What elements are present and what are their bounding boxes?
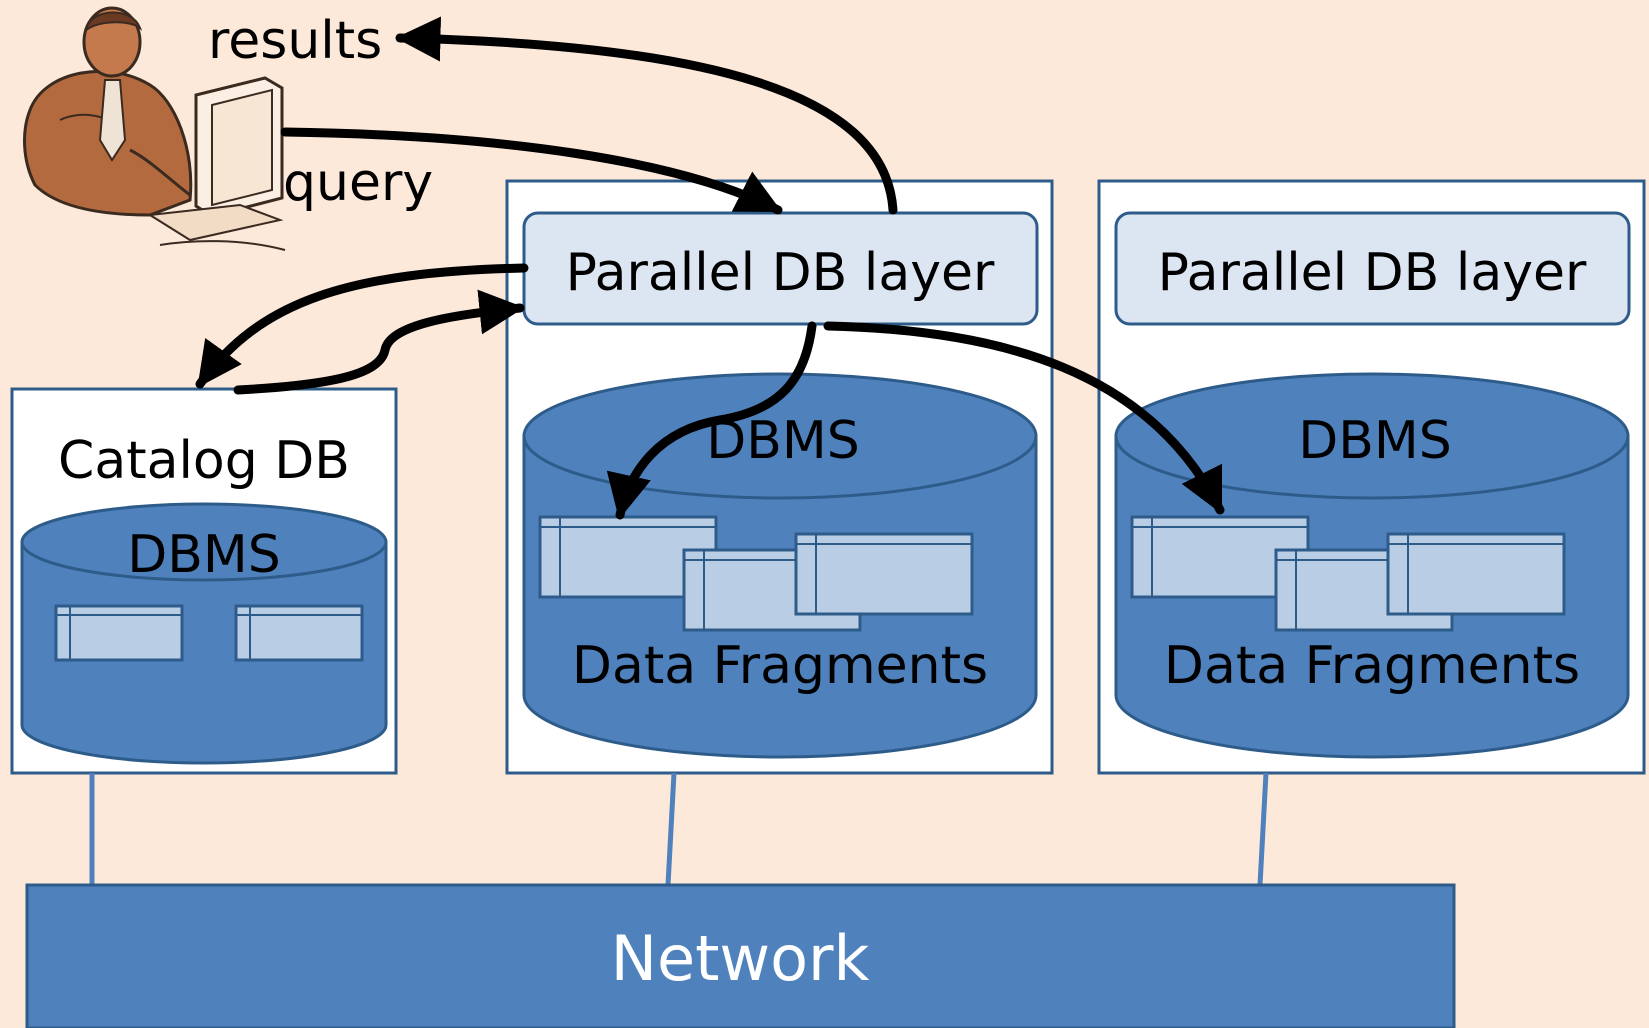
node-1-network-link: [665, 772, 677, 886]
node-2-data-fragments-label: Data Fragments: [1164, 636, 1580, 696]
network-bar: Network: [25, 883, 1456, 1028]
node-1-data-fragments-label: Data Fragments: [572, 636, 988, 696]
node-1-box: Parallel DB layer DBMS Data Fragments: [505, 179, 1054, 775]
catalog-fragment-2: [234, 604, 364, 662]
node-2-fragment-3: [1386, 532, 1566, 616]
catalog-dbms-cylinder: DBMS: [20, 502, 388, 765]
query-label: query: [283, 153, 433, 213]
layer-to-local-fragments-arrow: [606, 321, 817, 520]
node-2-dbms-label: DBMS: [1298, 411, 1452, 471]
node-2-parallel-db-layer: [1114, 211, 1631, 326]
node-1-parallel-db-layer-label: Parallel DB layer: [566, 243, 995, 303]
results-label: results: [208, 11, 382, 71]
user-at-computer-icon: [23, 6, 286, 251]
catalog-fragment-1: [54, 604, 184, 662]
node-2-network-link: [1257, 772, 1269, 886]
results-arrow: [395, 16, 898, 215]
query-arrow: [280, 127, 783, 215]
catalog-db-label: Catalog DB: [58, 431, 350, 491]
catalog-db-box: Catalog DB DBMS: [10, 387, 398, 775]
layer-to-catalog-arrow: [195, 263, 529, 389]
node-2-parallel-db-layer-label: Parallel DB layer: [1158, 243, 1587, 303]
catalog-to-layer-arrow: [233, 289, 525, 395]
node-1-fragment-3: [794, 532, 974, 616]
node-2-dbms-cylinder: DBMS Data Fragments: [1114, 372, 1630, 759]
node-1-dbms-cylinder: DBMS Data Fragments: [522, 372, 1038, 759]
network-label: Network: [611, 922, 870, 995]
layer-to-remote-fragments-arrow: [823, 321, 1225, 515]
node-2-box: Parallel DB layer DBMS Data Fragments: [1097, 179, 1646, 775]
catalog-dbms-label: DBMS: [127, 525, 281, 585]
flow-arrows: [195, 16, 1225, 520]
